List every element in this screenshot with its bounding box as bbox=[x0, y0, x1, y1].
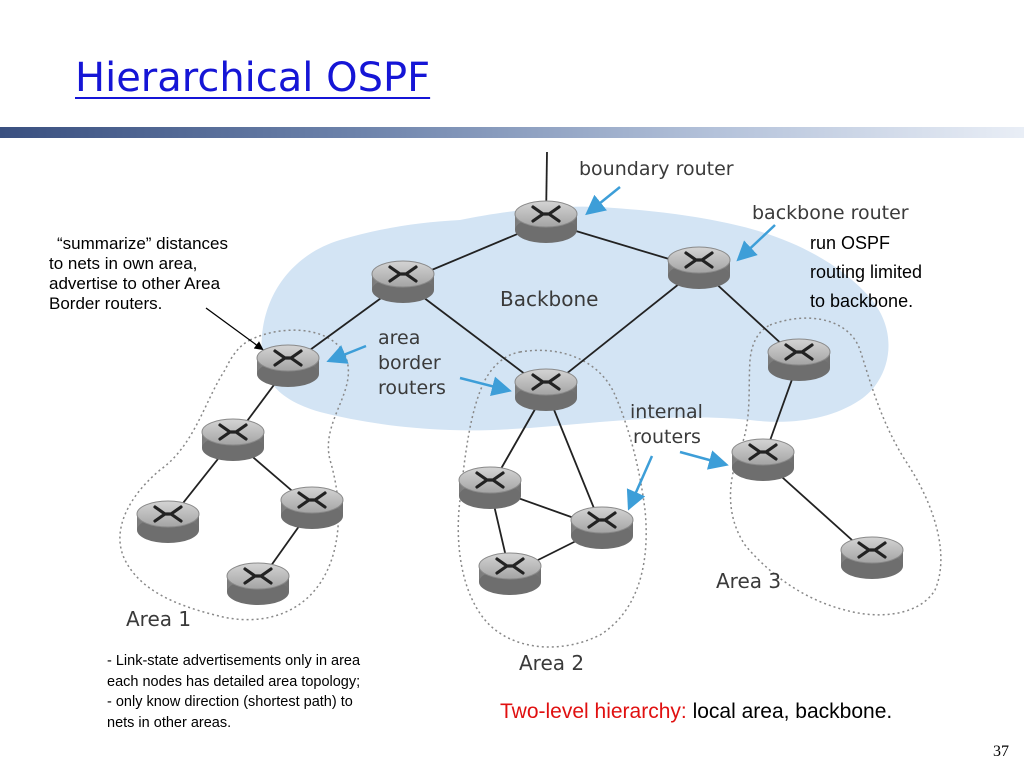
area1-internal-router-1 bbox=[200, 417, 266, 463]
ospf-note-line: to backbone. bbox=[810, 291, 914, 311]
area2-internal-router-3 bbox=[477, 551, 543, 597]
lsa-note-line: - only know direction (shortest path) to bbox=[107, 694, 353, 710]
area1-label: Area 1 bbox=[126, 607, 191, 631]
area-border-label-line1: area bbox=[378, 327, 420, 349]
boundary-router-arrow bbox=[585, 186, 621, 216]
area1-internal-router-3 bbox=[279, 485, 345, 531]
lsa-note-line: - Link-state advertisements only in area bbox=[107, 653, 361, 669]
area3-border-router bbox=[766, 337, 832, 383]
slide-title: Hierarchical OSPF bbox=[75, 55, 431, 101]
summarize-note: “summarize” distances to nets in own are… bbox=[49, 234, 279, 314]
backbone-router-right bbox=[666, 245, 732, 291]
area-border-label-line3: routers bbox=[378, 377, 446, 399]
area1-internal-router-4 bbox=[225, 561, 291, 607]
ospf-note-line: routing limited bbox=[810, 262, 923, 282]
summarize-note-line: to nets in own area, bbox=[49, 254, 198, 273]
page-number: 37 bbox=[993, 743, 1009, 760]
title-divider-bar bbox=[0, 127, 1024, 138]
boundary-router-label: boundary router bbox=[579, 158, 734, 180]
backbone-router-label: backbone router bbox=[752, 202, 909, 224]
hierarchy-summary: Two-level hierarchy: local area, backbon… bbox=[500, 700, 892, 724]
area1-border-router bbox=[255, 343, 321, 389]
area3-internal-router-2 bbox=[839, 535, 905, 581]
lsa-note-line: nets in other areas. bbox=[107, 714, 232, 731]
lsa-note-line: each nodes has detailed area topology; bbox=[107, 673, 361, 690]
hierarchy-lead: Two-level hierarchy: bbox=[500, 700, 687, 723]
backbone-router-left bbox=[370, 259, 436, 305]
summarize-pointer bbox=[205, 307, 264, 351]
internal-routers-arrow-down bbox=[626, 455, 654, 511]
ospf-backbone-note: run OSPF routing limited to backbone. bbox=[810, 229, 1010, 316]
internal-routers-label-line2: routers bbox=[633, 426, 701, 448]
area-border-arrow-left bbox=[326, 344, 367, 364]
area2-internal-router-1 bbox=[457, 465, 523, 511]
area2-label: Area 2 bbox=[519, 651, 584, 675]
link-state-note: - Link-state advertisements only in area… bbox=[107, 651, 447, 733]
summarize-note-line: Border routers. bbox=[49, 294, 163, 313]
area3-boundary bbox=[729, 317, 942, 616]
area2-internal-router-2 bbox=[569, 505, 635, 551]
area1-boundary bbox=[119, 329, 350, 621]
summarize-note-line: advertise to other Area bbox=[49, 274, 221, 293]
area1-internal-router-2 bbox=[135, 499, 201, 545]
hierarchy-rest: local area, backbone. bbox=[686, 700, 893, 723]
summarize-note-line: “summarize” distances bbox=[57, 234, 228, 253]
boundary-router bbox=[513, 199, 579, 245]
area-border-arrow-right bbox=[459, 376, 512, 396]
area2-border-router bbox=[513, 367, 579, 413]
area3-internal-router-1 bbox=[730, 437, 796, 483]
area2-boundary bbox=[457, 349, 647, 648]
area3-label: Area 3 bbox=[716, 569, 781, 593]
ospf-note-line: run OSPF bbox=[810, 233, 891, 253]
internal-routers-label-line1: internal bbox=[630, 401, 703, 423]
backbone-label: Backbone bbox=[500, 287, 598, 311]
internal-routers-arrow-right bbox=[679, 450, 729, 470]
backbone-router-arrow bbox=[736, 224, 776, 262]
area-border-label-line2: border bbox=[378, 352, 441, 374]
